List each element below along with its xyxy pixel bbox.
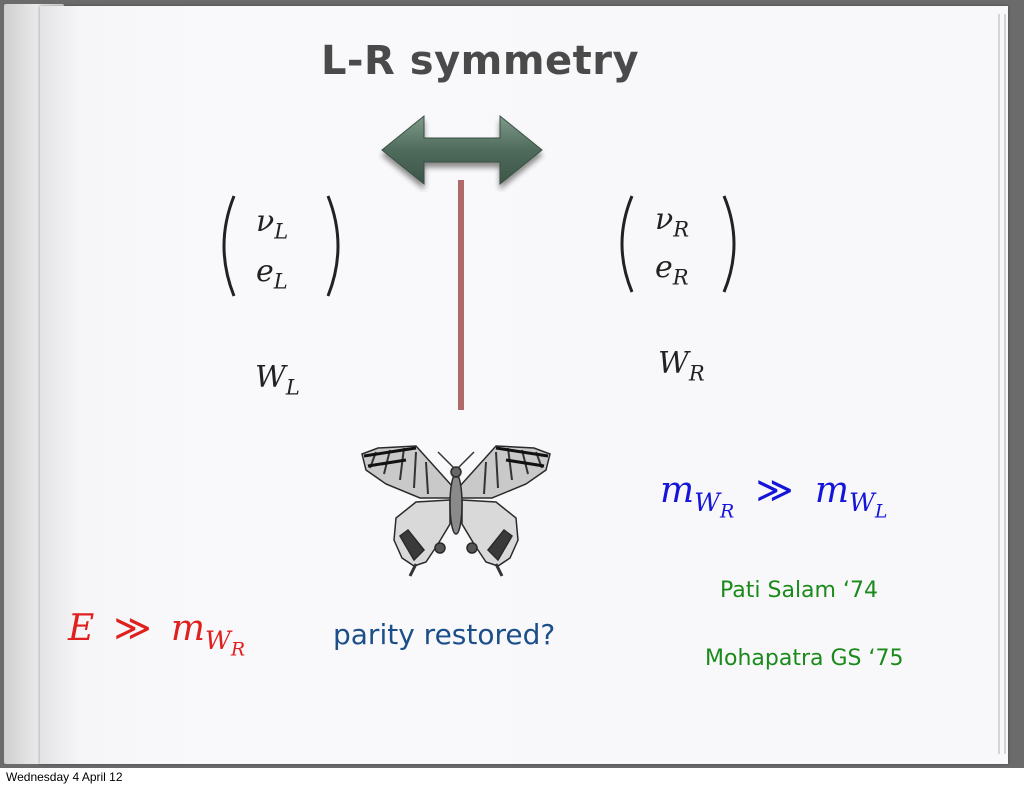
slide-title: L-R symmetry bbox=[320, 38, 640, 84]
reference-pati-salam: Pati Salam ‘74 bbox=[720, 578, 878, 603]
right-doublet-bottom: eR bbox=[655, 250, 689, 290]
left-paren bbox=[222, 195, 236, 297]
w-right-label: WR bbox=[658, 346, 705, 386]
page-edge bbox=[1004, 14, 1006, 754]
left-doublet-top: νL bbox=[256, 204, 289, 244]
reference-mohapatra: Mohapatra GS ‘75 bbox=[705, 646, 904, 671]
right-paren bbox=[326, 195, 340, 297]
page-edge bbox=[998, 14, 1000, 754]
parity-text: parity restored? bbox=[333, 618, 556, 651]
footer-date: Wednesday 4 April 12 bbox=[6, 770, 123, 784]
double-arrow-icon bbox=[381, 114, 543, 186]
left-paren bbox=[620, 195, 634, 293]
mass-relation: mWR ≫ mWL bbox=[660, 470, 888, 523]
right-doublet-top: νR bbox=[655, 202, 690, 242]
divider-bar bbox=[458, 180, 464, 410]
left-doublet-bottom: eL bbox=[256, 254, 288, 294]
energy-relation: E ≫ mWR bbox=[68, 608, 246, 661]
right-paren bbox=[722, 195, 736, 293]
w-left-label: WL bbox=[255, 360, 300, 400]
slide: L-R symmetry νL eL bbox=[0, 0, 1024, 768]
butterfly-icon bbox=[361, 445, 551, 577]
slide-page bbox=[40, 6, 1008, 764]
